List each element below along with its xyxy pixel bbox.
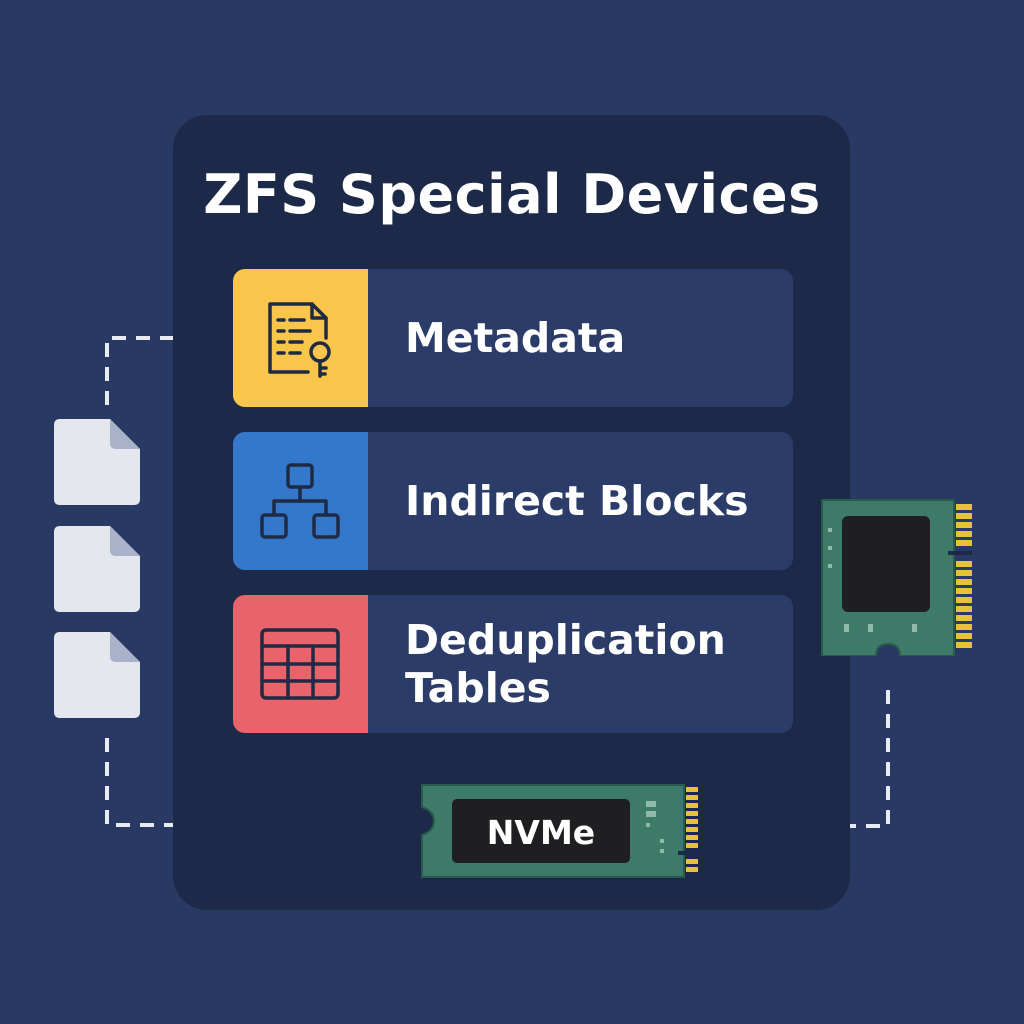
row-indirect-blocks: Indirect Blocks <box>233 432 793 570</box>
row-deduplication-tables: Deduplication Tables <box>233 595 793 733</box>
row-metadata-label: Metadata <box>405 314 626 362</box>
table-grid-icon <box>260 628 340 700</box>
diagram-title: ZFS Special Devices <box>203 163 821 226</box>
row-metadata-swatch <box>233 269 368 407</box>
nvme-drive-icon <box>421 784 698 878</box>
row-metadata: Metadata <box>233 269 793 407</box>
connector-bottom-left <box>105 738 174 827</box>
row-indirect-blocks-swatch <box>233 432 368 570</box>
row-deduplication-tables-swatch <box>233 595 368 733</box>
row-indirect-blocks-label: Indirect Blocks <box>405 477 749 525</box>
hierarchy-tree-icon <box>260 463 340 539</box>
m2-drive-icon <box>821 499 972 656</box>
row-deduplication-tables-label: Deduplication Tables <box>405 616 726 712</box>
file-icon <box>54 526 140 612</box>
connector-top-left <box>105 336 174 408</box>
nvme-label: NVMe <box>486 812 596 852</box>
file-icon <box>54 419 140 505</box>
document-key-icon <box>268 302 331 378</box>
file-icon <box>54 632 140 718</box>
